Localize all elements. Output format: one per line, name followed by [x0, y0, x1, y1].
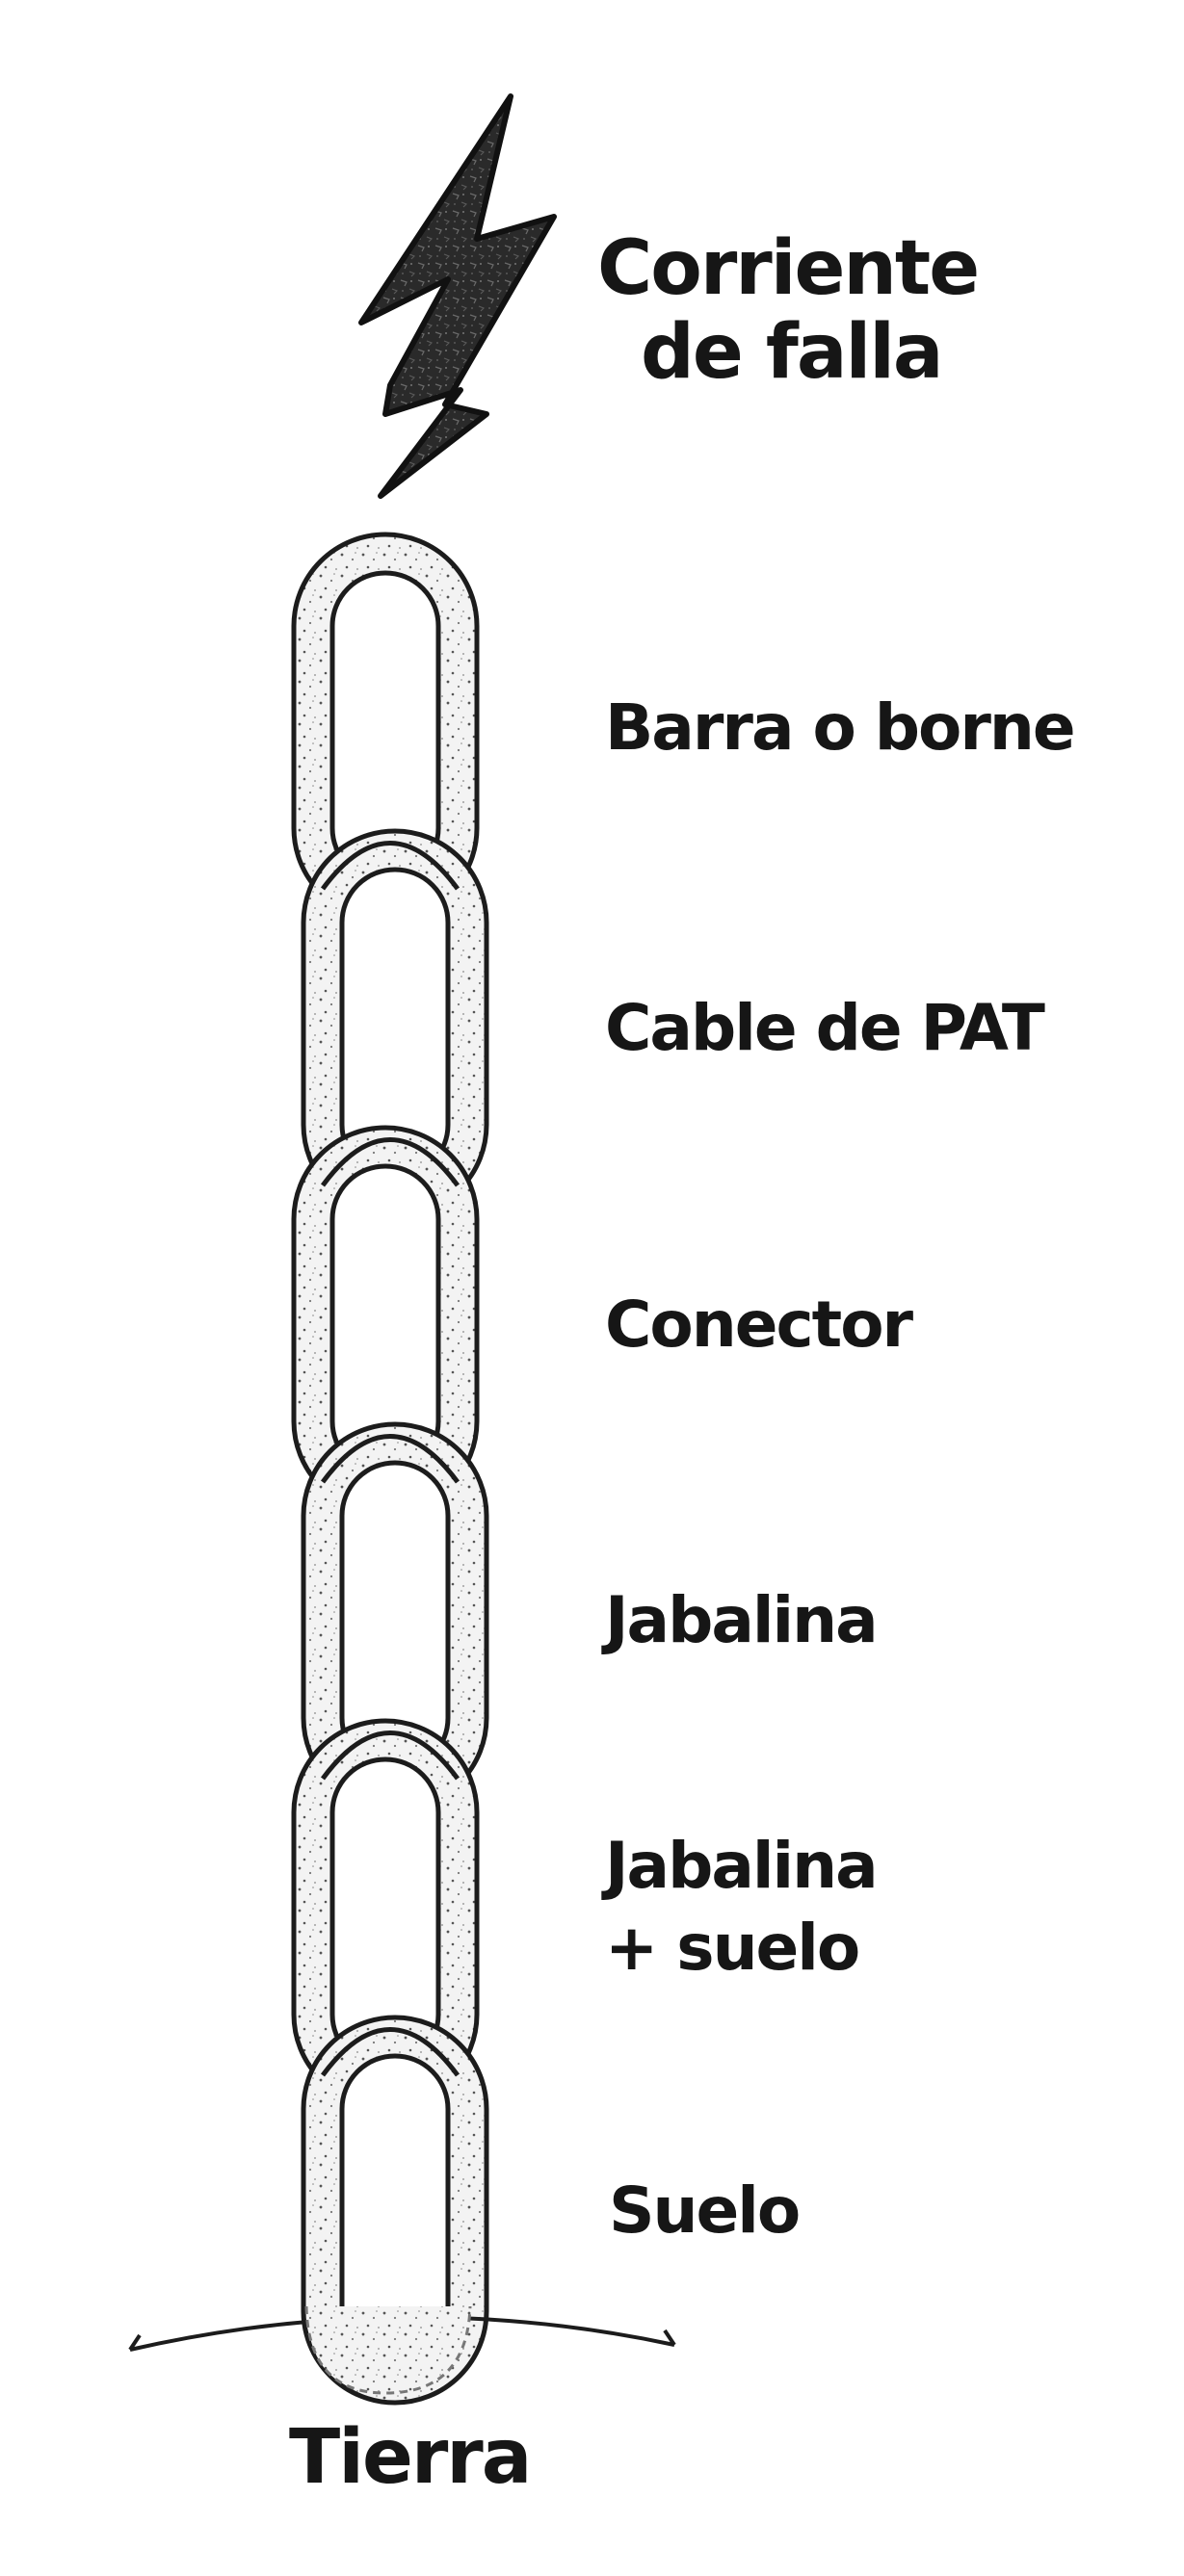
top-label: Corriente de falla	[597, 225, 1002, 396]
ground-line-icon	[128, 2305, 676, 2395]
chain-label-jabalina-suelo: Jabalina + suelo	[601, 1829, 897, 1985]
chain-link-overlap	[320, 2027, 460, 2077]
chain-label-jabalina: Jabalina	[601, 1583, 877, 1657]
chain-labels: Barra o borne Cable de PAT Conector Jaba…	[601, 690, 1076, 2248]
chain-link-overlap	[320, 1434, 460, 1484]
chain	[291, 532, 489, 2406]
chain-link-overlap	[320, 1137, 460, 1187]
chain-label-suelo: Suelo	[609, 2173, 799, 2248]
chain-label-barra: Barra o borne	[605, 690, 1074, 765]
lightning-bolt-icon	[358, 93, 557, 499]
chain-link-icon	[291, 1125, 480, 1516]
chain-link-icon	[291, 532, 480, 923]
chain-link-icon	[291, 1718, 480, 2109]
bottom-label: Tierra	[289, 2414, 530, 2501]
chain-label-cable: Cable de PAT	[605, 991, 1045, 1065]
chain-link-icon	[301, 1421, 489, 1812]
top-label-line: de falla	[641, 309, 942, 396]
chain-link-overlap	[320, 1730, 460, 1781]
chain-label-conector: Conector	[605, 1288, 914, 1362]
chain-link-icon	[301, 828, 489, 1219]
top-label-line: Corriente	[597, 225, 978, 312]
chain-link-overlap	[320, 841, 460, 891]
